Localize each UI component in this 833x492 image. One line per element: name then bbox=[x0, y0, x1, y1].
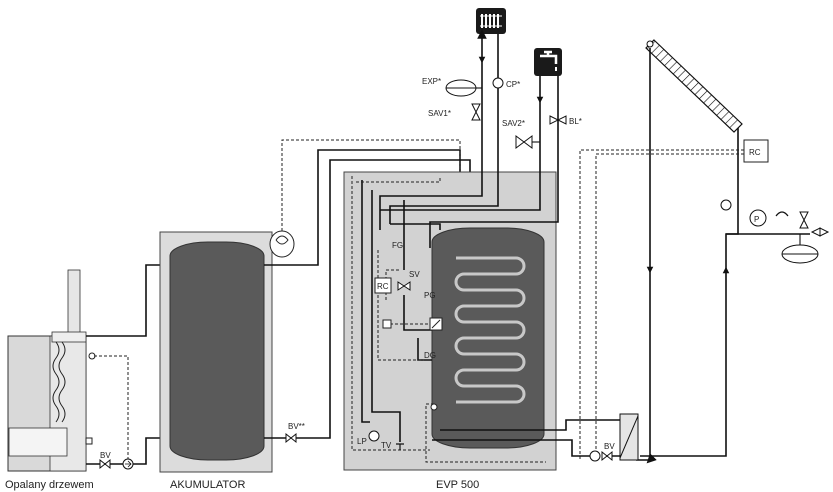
label-fg: FG bbox=[392, 241, 403, 250]
boiler-pump-icon bbox=[122, 458, 134, 470]
label-bl: BL* bbox=[569, 117, 582, 126]
pressure-gauge-icon: P bbox=[749, 209, 767, 227]
safety-valve-icon bbox=[799, 211, 830, 237]
label-cp: CP* bbox=[506, 80, 520, 89]
label-sv: SV bbox=[409, 270, 420, 279]
bl-valve-icon bbox=[549, 115, 567, 125]
label-bv-boiler: BV bbox=[100, 451, 111, 460]
label-rc-solar: RC bbox=[749, 148, 761, 157]
heating-element-icon bbox=[429, 317, 443, 331]
label-tv: TV bbox=[381, 441, 392, 450]
label-bv-solar: BV bbox=[604, 442, 615, 451]
bv-accumulator-valve-icon bbox=[285, 432, 297, 444]
label-dg: DG bbox=[424, 351, 436, 360]
bv-solar-valve-icon bbox=[601, 450, 613, 462]
air-vent-icon bbox=[775, 211, 789, 217]
evp-caption: EVP 500 bbox=[436, 479, 479, 491]
heat-exchanger-icon bbox=[619, 413, 639, 461]
solar-expansion-vessel-icon bbox=[781, 234, 819, 264]
sensor-box bbox=[382, 319, 392, 329]
tv-valve-icon bbox=[396, 443, 404, 450]
accumulator-caption: AKUMULATOR bbox=[170, 479, 245, 491]
label-bv-accumulator: BV** bbox=[288, 422, 305, 431]
label-rc-inner: RC bbox=[377, 282, 389, 291]
expansion-vessel-icon bbox=[445, 79, 482, 97]
label-pg: PG bbox=[424, 291, 436, 300]
evp-500-tank bbox=[343, 171, 557, 471]
label-lp: LP bbox=[357, 437, 367, 446]
sv-valve-icon bbox=[397, 281, 411, 291]
faucet-icon bbox=[534, 48, 562, 76]
rc-inner-controller: RC bbox=[374, 277, 392, 294]
lp-pump-icon bbox=[368, 430, 380, 442]
mixing-valve-icon bbox=[269, 230, 295, 258]
sav1-valve-icon bbox=[471, 103, 481, 121]
wood-boiler bbox=[7, 269, 96, 472]
label-sav1: SAV1* bbox=[428, 109, 451, 118]
cp-pump-icon bbox=[492, 77, 504, 89]
solar-pump-icon bbox=[720, 199, 732, 211]
boiler-caption: Opalany drzewem bbox=[5, 479, 94, 491]
label-sav2: SAV2* bbox=[502, 119, 525, 128]
sav2-valve-icon bbox=[515, 135, 540, 149]
sensor-icon bbox=[430, 403, 438, 411]
rc-solar-controller: RC bbox=[743, 139, 769, 163]
label-p: P bbox=[754, 215, 759, 224]
bv-boiler-valve-icon bbox=[99, 458, 111, 470]
radiator-icon bbox=[476, 8, 506, 34]
solar-collector-icon bbox=[645, 39, 743, 133]
accumulator-tank bbox=[159, 231, 273, 473]
label-exp: EXP* bbox=[422, 77, 441, 86]
secondary-pump-icon bbox=[589, 450, 601, 462]
